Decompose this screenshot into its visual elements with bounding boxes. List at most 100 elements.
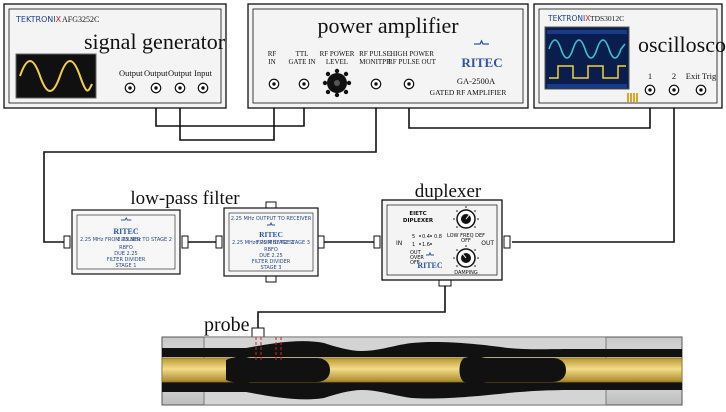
filter2-out-connector[interactable] xyxy=(317,235,325,249)
filter1-in-label: 2.25 MHz FROM PULSER xyxy=(80,237,141,243)
generator-port-output-3-label: Output xyxy=(168,68,192,78)
rod-slug-right xyxy=(459,356,566,384)
amp-subtitle: GATED RF AMPLIFIER xyxy=(430,88,507,97)
duplexer-panel-title-2: DIPLEXER xyxy=(403,218,434,224)
amp-monitor-connector[interactable] xyxy=(370,78,382,90)
low-pass-filter-title: low-pass filter xyxy=(130,188,240,209)
scope-port-2-label: 2 xyxy=(672,71,676,81)
duplexer-ritec-logo: RITEC xyxy=(417,251,443,270)
scope-exit-trig-connector[interactable] xyxy=(695,84,707,96)
amp-port-power-line1: RF POWER xyxy=(320,50,355,58)
filter2-top-label: 2.25 MHz OUTPUT TO RECEIVER xyxy=(231,216,312,222)
duplexer-damping-knob[interactable] xyxy=(453,245,479,268)
scope-trace-1 xyxy=(548,39,626,59)
filter1-center-line-3: FILTER DIVIDER xyxy=(107,257,146,263)
generator-input-connector[interactable] xyxy=(197,82,209,94)
amp-port-rfin-line2: IN xyxy=(268,58,275,66)
svg-text:OUT: OUT xyxy=(410,250,422,256)
low-pass-filter-unit-1: RITEC 2.25 MHz FROM PULSER 2.25 MHz TO S… xyxy=(63,209,189,275)
amplifier-title: power amplifier xyxy=(317,13,459,38)
cable-monitor-to-filter xyxy=(43,92,377,243)
filter2-center-line-1: RBFO xyxy=(264,247,278,253)
filter1-center-line-2: DUE 2.25 xyxy=(114,251,137,257)
cable-gen-to-rfin xyxy=(179,92,275,141)
amp-port-ttl-line1: TTL xyxy=(296,50,309,58)
duplexer-low-freq-knob[interactable] xyxy=(453,206,479,229)
amp-port-rfin-line1: RF xyxy=(268,50,277,58)
filter1-center-line-4: STAGE 1 xyxy=(116,263,137,269)
scope-trace-2 xyxy=(549,65,626,79)
duplexer-in-label: IN xyxy=(396,240,402,247)
duplexer-panel-title-1: EIETC xyxy=(409,211,426,217)
generator-brand: TEKTRONIX xyxy=(15,15,62,24)
generator-port-output-1-label: Output xyxy=(119,68,143,78)
amp-output-connector[interactable] xyxy=(403,78,415,90)
svg-text:RITEC: RITEC xyxy=(259,230,283,239)
generator-port-input-label: Input xyxy=(194,68,213,78)
generator-port-output-2-label: Output xyxy=(144,68,168,78)
probe-title: probe xyxy=(204,314,250,336)
filter1-center-line-1: RBFO xyxy=(119,245,133,251)
generator-model: AFG3252C xyxy=(62,15,99,24)
cable-duplexer-to-scope xyxy=(512,92,675,243)
amp-port-power-line2: LEVEL xyxy=(326,58,348,66)
duplexer-out-connector[interactable] xyxy=(503,235,511,249)
scope-ch2-connector[interactable] xyxy=(668,84,680,96)
duplexer-knob2-label: DAMPING xyxy=(454,270,478,276)
generator-output-1-connector[interactable] xyxy=(124,82,136,94)
filter2-out-label: 6.75 MHz TO STAGE 3 xyxy=(255,240,310,246)
filter1-out-label: 2.25 MHz TO STAGE 2 xyxy=(117,237,172,243)
svg-text:0.4: 0.4 xyxy=(422,234,430,240)
scope-screen xyxy=(544,26,630,90)
cable-wires xyxy=(43,92,675,330)
generator-output-2-connector[interactable] xyxy=(150,82,162,94)
scope-ch1-connector[interactable] xyxy=(644,84,656,96)
rod-slug-left xyxy=(226,356,330,384)
generator-output-3-connector[interactable] xyxy=(174,82,186,94)
generator-title: signal generator xyxy=(84,29,226,54)
low-pass-filter-unit-2: 2.25 MHz OUTPUT TO RECEIVER RITEC 2.25 M… xyxy=(215,201,325,283)
scope-port-1-label: 1 xyxy=(648,71,652,81)
filter2-center-line-2: DUE 2.25 xyxy=(259,253,282,259)
amp-ttl-connector[interactable] xyxy=(298,78,310,90)
power-amplifier: power amplifier RF IN TTL GATE IN RF POW… xyxy=(247,3,529,109)
svg-text:RITEC: RITEC xyxy=(461,55,502,70)
amp-power-level-knob[interactable] xyxy=(322,68,352,98)
filter2-in-connector[interactable] xyxy=(215,235,223,249)
cable-amp-to-scope xyxy=(408,92,651,129)
signal-generator: TEKTRONIX AFG3252C signal generator Outp… xyxy=(3,3,227,109)
probe-assembly xyxy=(161,327,683,406)
duplexer: EIETC DIPLEXER IN OUT 5 0.4 0.8 1 1.6 OU… xyxy=(373,199,511,287)
filter1-in-connector[interactable] xyxy=(63,235,71,249)
scope-model: TDS3012C xyxy=(590,14,624,23)
scope-brand: TEKTRONIX xyxy=(547,14,590,23)
amp-port-out-line2: RF PULSE OUT xyxy=(388,58,437,66)
duplexer-knob1-label-1: LOW FREQ DEF xyxy=(447,233,485,239)
pipe-lower-layer xyxy=(162,382,682,400)
filter2-top-connector[interactable] xyxy=(265,201,277,209)
duplexer-in-connector[interactable] xyxy=(373,235,381,249)
scope-title: oscilloscope xyxy=(638,32,726,57)
svg-text:1.6: 1.6 xyxy=(422,242,430,248)
amp-port-monitor-line1: RF PULSE xyxy=(359,50,391,58)
duplexer-title: duplexer xyxy=(415,181,482,202)
svg-text:RITEC: RITEC xyxy=(417,261,443,270)
filter2-center-line-3: FILTER DIVIDER xyxy=(252,259,291,265)
amp-rfin-connector[interactable] xyxy=(268,78,280,90)
svg-text:OFF: OFF xyxy=(410,260,420,266)
svg-text:0.8: 0.8 xyxy=(434,234,442,240)
svg-text:5: 5 xyxy=(412,234,415,240)
filter2-bottom-connector[interactable] xyxy=(265,275,277,283)
filter2-in-label: 2.25 MHz FROM STAGE 1 xyxy=(232,240,294,246)
oscilloscope: TEKTRONIX TDS3012C oscilloscope 1 2 Exit… xyxy=(533,3,726,109)
svg-text:RITEC: RITEC xyxy=(113,227,139,236)
amp-port-monitor-line2: MONITPR xyxy=(359,58,391,66)
scope-button-cluster[interactable] xyxy=(627,93,638,102)
amp-ritec-logo: RITEC xyxy=(461,39,503,70)
filter2-ritec-logo: RITEC xyxy=(259,221,283,239)
duplexer-switch-grid[interactable]: 5 0.4 0.8 1 1.6 OUT OVER OFF xyxy=(410,234,442,266)
filter1-out-connector[interactable] xyxy=(181,235,189,249)
duplexer-out-label: OUT xyxy=(481,240,494,247)
amp-model: GA-2500A xyxy=(457,76,496,86)
